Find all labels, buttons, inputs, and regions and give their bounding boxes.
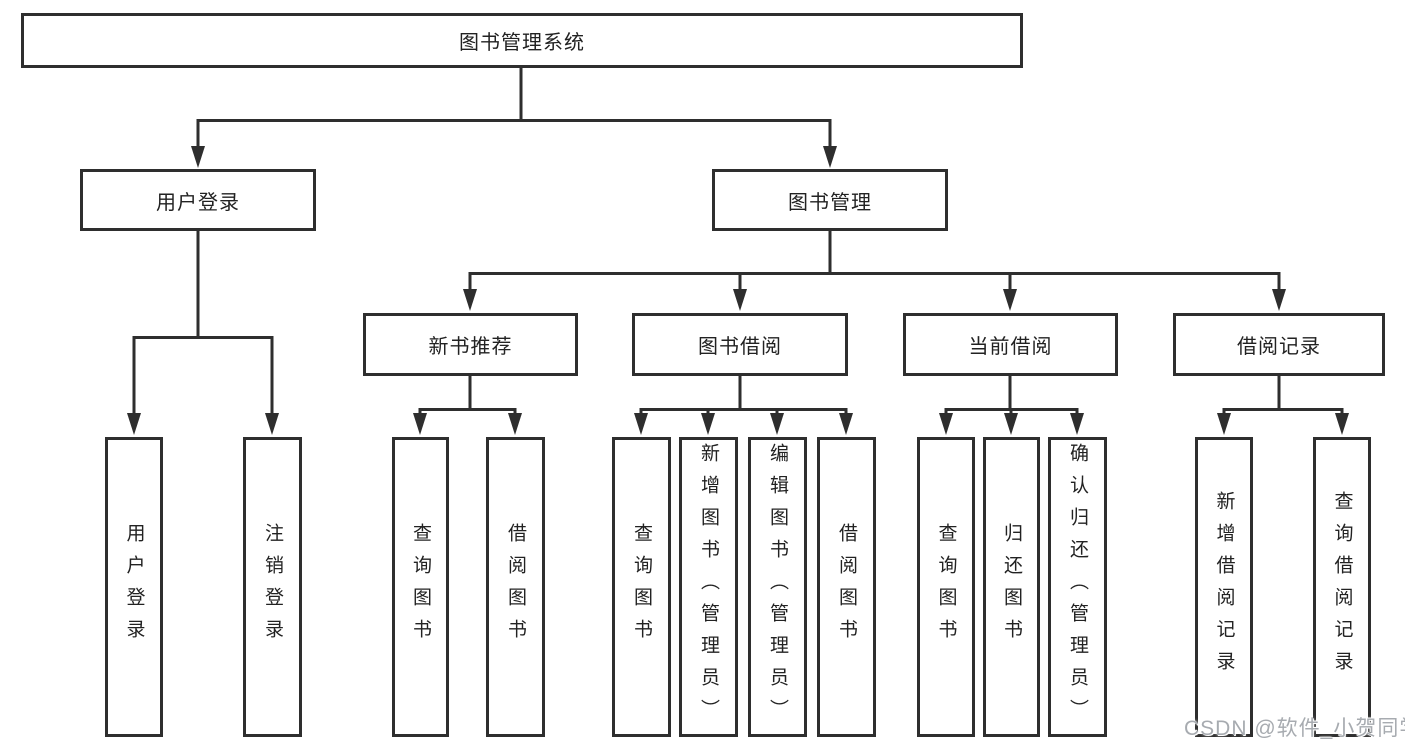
connector-strokes	[132, 67, 1344, 414]
leaf-logout: 注销登录	[243, 437, 302, 737]
leaf-label: 查询图书	[935, 523, 957, 651]
node-label: 图书借阅	[698, 336, 782, 358]
leaf-query-books-borrow: 查询图书	[612, 437, 671, 737]
leaf-borrow-books-recommend: 借阅图书	[486, 437, 545, 737]
arrowheads	[127, 146, 1349, 435]
node-user-login: 用户登录	[80, 169, 316, 231]
leaf-label: 借阅图书	[836, 523, 857, 651]
leaf-query-books-current: 查询图书	[917, 437, 975, 737]
node-book-management: 图书管理	[712, 169, 948, 231]
node-label: 图书管理	[788, 191, 872, 214]
node-book-borrowing: 图书借阅	[632, 313, 848, 376]
leaf-label: 新增借阅记录	[1213, 491, 1235, 683]
leaf-label: 编辑图书（管理员）	[767, 443, 788, 731]
node-label: 用户登录	[156, 191, 240, 214]
leaf-label: 确认归还（管理员）	[1067, 443, 1088, 731]
leaf-label: 归还图书	[1001, 523, 1022, 651]
node-new-book-recommend: 新书推荐	[363, 313, 578, 376]
leaf-borrow-books-borrow: 借阅图书	[817, 437, 876, 737]
leaf-add-borrow-record: 新增借阅记录	[1195, 437, 1253, 737]
node-library-system: 图书管理系统	[21, 13, 1023, 68]
leaf-label: 借阅图书	[505, 523, 526, 651]
node-current-borrowing: 当前借阅	[903, 313, 1118, 376]
node-label: 借阅记录	[1237, 336, 1321, 358]
leaf-query-borrow-record: 查询借阅记录	[1313, 437, 1371, 737]
leaf-label: 新增图书（管理员）	[698, 443, 719, 731]
leaf-label: 查询图书	[631, 523, 652, 651]
node-borrowing-records: 借阅记录	[1173, 313, 1385, 376]
leaf-edit-book-admin: 编辑图书（管理员）	[748, 437, 807, 737]
leaf-label: 用户登录	[123, 523, 145, 651]
leaf-user-login: 用户登录	[105, 437, 163, 737]
leaf-query-books-recommend: 查询图书	[392, 437, 449, 737]
node-label: 新书推荐	[428, 336, 513, 358]
leaf-label: 查询借阅记录	[1331, 491, 1353, 683]
leaf-label: 注销登录	[262, 523, 283, 651]
leaf-return-book: 归还图书	[983, 437, 1040, 737]
node-label: 图书管理系统	[459, 32, 585, 54]
leaf-add-book-admin: 新增图书（管理员）	[679, 437, 738, 737]
node-label: 当前借阅	[968, 336, 1053, 358]
watermark: CSDN @软件_小贺同学	[1184, 717, 1405, 740]
leaf-confirm-return-admin: 确认归还（管理员）	[1048, 437, 1107, 737]
leaf-label: 查询图书	[410, 523, 431, 651]
